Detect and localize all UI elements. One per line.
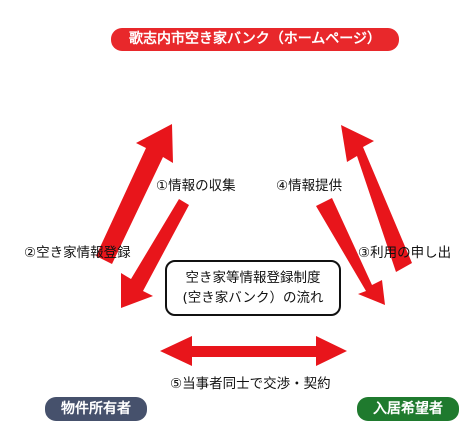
center-title-line2: (空き家バンク）の流れ xyxy=(182,290,324,306)
center-title-line1: 空き家等情報登録制度 xyxy=(185,270,321,286)
step1-label: ①情報の収集 xyxy=(156,178,236,194)
seeker-label: 入居希望者 xyxy=(357,397,459,421)
arrow-homepage-to-seeker xyxy=(316,198,385,305)
step5-label: ⑤当事者同士で交渉・契約 xyxy=(170,376,331,392)
arrow-homepage-to-owner xyxy=(121,199,189,308)
arrow-owner-to-homepage xyxy=(96,124,173,264)
owner-label: 物件所有者 xyxy=(45,397,147,421)
arrow-seeker-to-homepage xyxy=(341,125,412,272)
step3-label: ③利用の申し出 xyxy=(358,245,452,261)
step2-label: ②空き家情報登録 xyxy=(24,245,131,261)
homepage-label: 歌志内市空き家バンク（ホームページ） xyxy=(111,28,399,51)
center-title-box: 空き家等情報登録制度 (空き家バンク）の流れ xyxy=(165,260,341,316)
step4-label: ④情報提供 xyxy=(276,178,343,194)
arrow-owner-seeker-negotiation xyxy=(160,336,347,366)
